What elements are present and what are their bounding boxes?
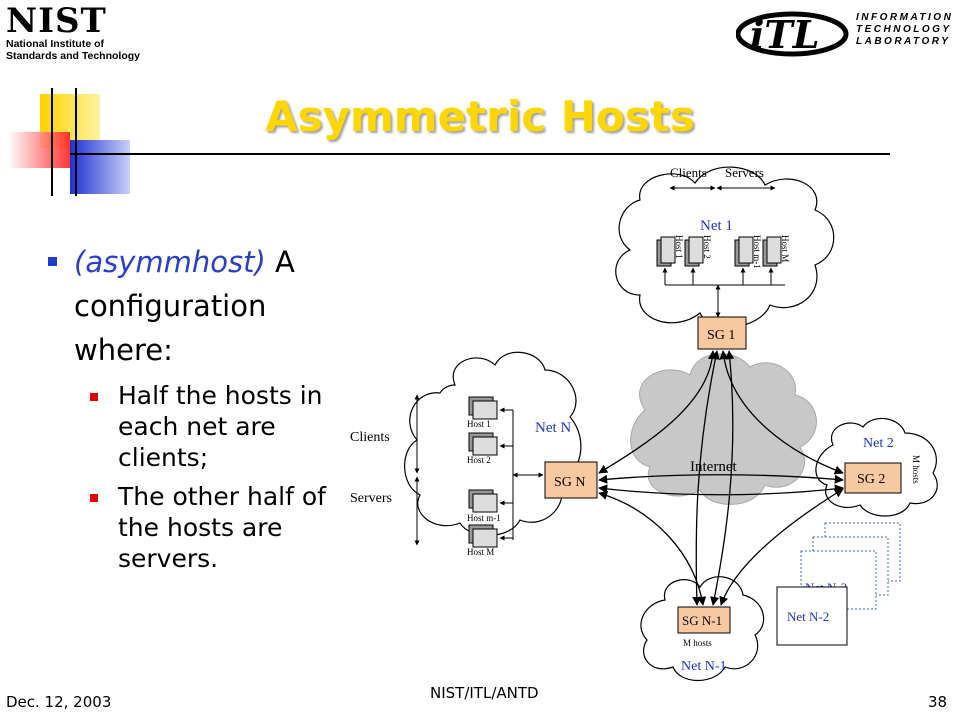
netN-hosts: Host 1 Host 2 Host m-1 Host M xyxy=(467,396,544,557)
decorative-squares xyxy=(8,88,130,196)
sub-bullet-text: Half the hosts in each net are clients; xyxy=(118,381,323,472)
top-servers-label: Servers xyxy=(725,165,764,180)
netN-hostM-label: Host M xyxy=(467,547,494,557)
net1-hosts: Host 1 Host 2 Host m-1 Host M xyxy=(656,235,790,318)
sg1-label: SG 1 xyxy=(707,328,735,343)
itl-emblem-icon: iTL xyxy=(736,11,849,57)
netN-host2-label: Host 2 xyxy=(467,455,491,465)
bullet-list: (asymmhost) A configuration where: Half … xyxy=(48,240,348,574)
connection-arrows xyxy=(598,350,844,606)
net1-hostM-label: Host M xyxy=(780,235,790,262)
net2-label: Net 2 xyxy=(863,436,894,451)
netN1-label: Net N-1 xyxy=(681,659,727,674)
sub-bullet-text: The other half of the hosts are servers. xyxy=(118,482,326,573)
itl-line1: INFORMATION xyxy=(856,12,954,23)
footer-page-number: 38 xyxy=(928,693,948,711)
netN-hostm1-label: Host m-1 xyxy=(467,513,501,523)
title-rule xyxy=(70,153,890,155)
netN2-label: Net N-2 xyxy=(787,609,829,624)
net2-mhosts-label: M hosts xyxy=(911,455,921,484)
sub-bullet-square-icon xyxy=(90,494,98,502)
bullet-text: A configuration where: xyxy=(74,245,295,367)
net1-cloud xyxy=(615,166,835,328)
itl-logo: iTL INFORMATION TECHNOLOGY LABORATORY xyxy=(736,4,956,60)
net1-host2-label: Host 2 xyxy=(702,235,712,259)
nist-logo: NIST National Institute of Standards and… xyxy=(6,4,140,62)
stacked-nets: Net N-3 Net N-2 xyxy=(776,522,901,646)
internet-cloud xyxy=(630,353,817,505)
footer-date: Dec. 12, 2003 xyxy=(6,693,112,711)
footer-center: NIST/ITL/ANTD xyxy=(430,684,539,702)
bullet-square-icon xyxy=(48,257,57,266)
sg2-label: SG 2 xyxy=(857,472,885,487)
sgN-label: SG N xyxy=(554,475,586,490)
network-diagram: Internet Net 1 Net 2 Net N Net N-1 Net N… xyxy=(350,165,938,681)
internet-label: Internet xyxy=(690,459,737,475)
net1-hostm1-label: Host m-1 xyxy=(752,235,762,269)
net1-label: Net 1 xyxy=(700,218,733,234)
top-clients-label: Clients xyxy=(670,165,707,180)
sub-bullet-square-icon xyxy=(90,393,98,401)
netN1-mhosts-label: M hosts xyxy=(683,638,712,648)
sgN1-box xyxy=(677,606,731,634)
sgN-box xyxy=(544,461,598,499)
itl-line2: TECHNOLOGY xyxy=(856,24,952,35)
net1-host1-label: Host 1 xyxy=(674,235,684,259)
netN-host1-label: Host 1 xyxy=(467,419,491,429)
sub-bullet-2: The other half of the hosts are servers. xyxy=(48,481,348,574)
nist-subtitle-line2: Standards and Technology xyxy=(6,50,140,62)
nist-subtitle-line1: National Institute of xyxy=(6,38,104,50)
sub-bullet-1: Half the hosts in each net are clients; xyxy=(48,380,348,473)
nist-wordmark: NIST xyxy=(6,1,107,41)
bullet-term: (asymmhost) xyxy=(74,245,266,279)
sg2-box xyxy=(844,462,902,494)
slide-title: Asymmetric Hosts xyxy=(265,92,695,141)
sgN1-label: SG N-1 xyxy=(682,613,722,628)
itl-line3: LABORATORY xyxy=(856,36,951,47)
left-clients-label: Clients xyxy=(350,430,390,445)
sg1-box xyxy=(697,316,747,350)
left-servers-label: Servers xyxy=(350,491,392,506)
itl-word: iTL xyxy=(750,12,819,57)
bullet-main: (asymmhost) A configuration where: xyxy=(48,240,348,372)
netN-label: Net N xyxy=(535,420,571,436)
